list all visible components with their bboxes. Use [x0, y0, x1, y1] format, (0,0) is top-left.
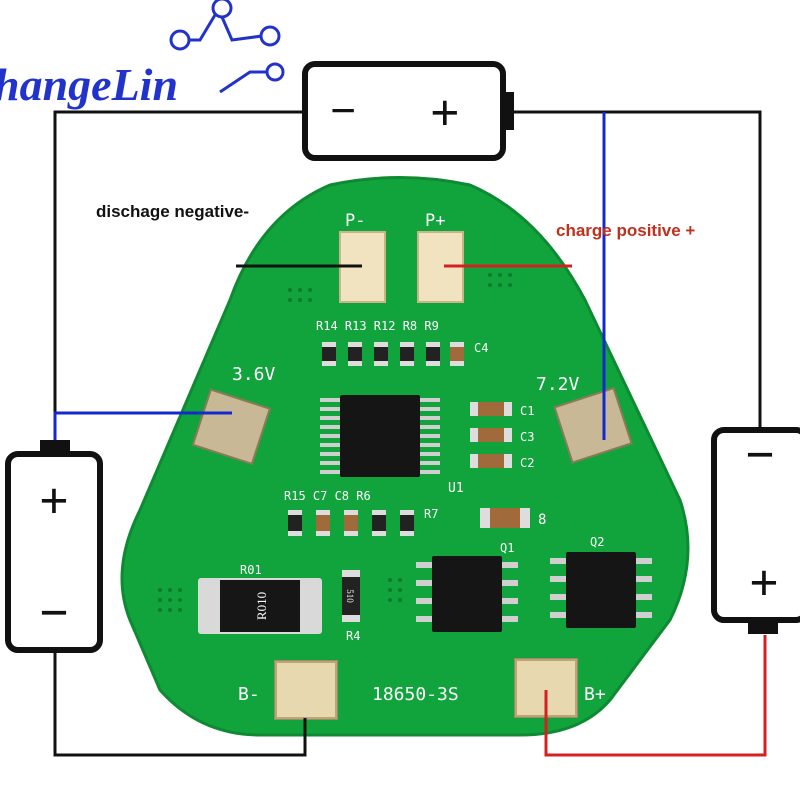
label-3v6: 3.6V [232, 364, 276, 385]
label-c2: C2 [520, 456, 534, 470]
label-7v2: 7.2V [536, 374, 580, 395]
pad-tap-7v2 [553, 386, 633, 464]
resistor-array-top [322, 342, 464, 366]
shunt-resistor-r01 [198, 578, 322, 634]
wire-red-b-plus [544, 635, 767, 757]
label-c4: C4 [474, 341, 488, 355]
wire-black-b-minus [53, 650, 307, 757]
label-c3: C3 [520, 430, 534, 444]
label-u1: U1 [448, 481, 464, 496]
label-c-right: 8 [538, 512, 546, 528]
label-r01: R01 [240, 563, 262, 577]
resistor-r4 [342, 570, 360, 622]
wire-black-top-right [508, 110, 762, 430]
ic-u1 [320, 395, 440, 477]
battery-right [711, 427, 800, 634]
label-b-plus: B+ [584, 684, 606, 705]
battery-top-neg: − [330, 85, 356, 136]
battery-left-pos: + [39, 473, 69, 530]
capacitor-c-right [480, 508, 530, 528]
label-resistors-top: R14 R13 R12 R8 R9 [316, 319, 439, 333]
board-model: 18650-3S [372, 684, 459, 705]
annotation-discharge-negative: dischage negative- [96, 202, 249, 221]
label-p-plus: P+ [425, 211, 445, 231]
wire-black-top-left [53, 110, 305, 455]
watermark-circuit [169, 0, 285, 94]
battery-right-neg: − [745, 427, 775, 484]
mosfet-q1 [416, 556, 518, 632]
label-q2: Q2 [590, 535, 604, 549]
label-p-minus: P- [345, 211, 365, 231]
label-b-minus: B- [238, 684, 260, 705]
battery-left-neg: − [39, 585, 69, 642]
battery-top-pos: + [430, 85, 460, 142]
battery-left [5, 440, 103, 653]
annotation-charge-positive: charge positive + [556, 221, 695, 240]
label-r7: R7 [424, 507, 438, 521]
pad-tap-3v6 [191, 388, 272, 466]
pad-b-minus [275, 661, 337, 719]
battery-top [302, 61, 514, 161]
mosfet-q2 [550, 552, 652, 628]
capacitor-group-right [470, 402, 512, 468]
label-r4-code: 510 [345, 589, 355, 603]
battery-right-pos: + [749, 555, 779, 612]
label-c1: C1 [520, 404, 534, 418]
label-q1: Q1 [500, 541, 514, 555]
label-r4: R4 [346, 629, 360, 643]
watermark-text: hangeLin [0, 59, 178, 110]
label-r010: R010 [254, 592, 269, 620]
resistor-array-mid [288, 510, 414, 536]
via-pattern [158, 273, 512, 612]
label-resistors-mid: R15 C7 C8 R6 [284, 489, 371, 503]
